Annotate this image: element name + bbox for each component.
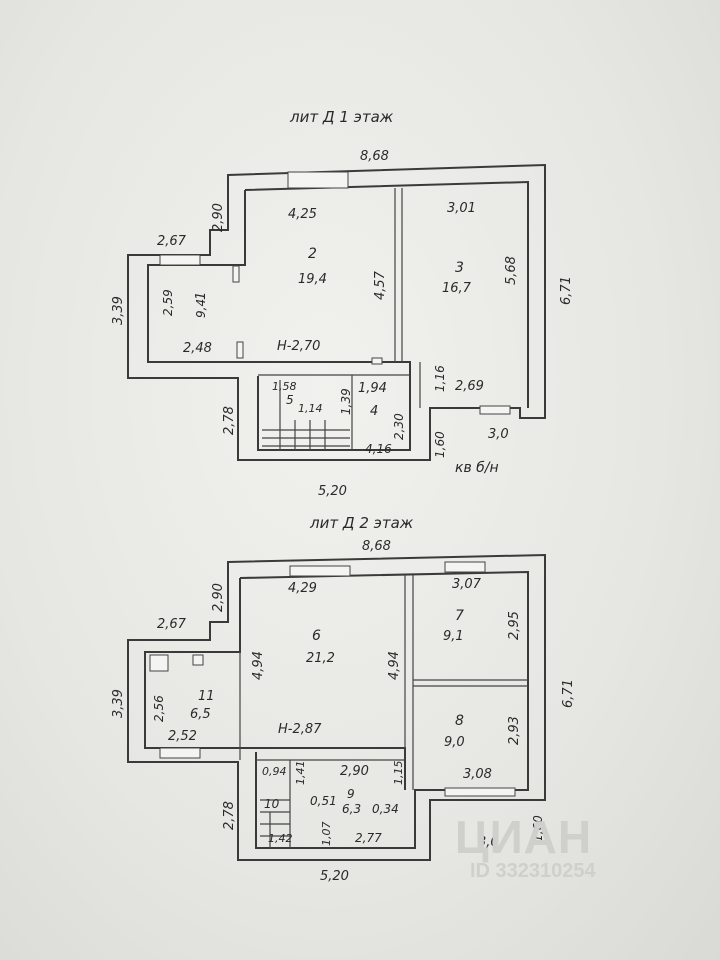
f2-outer-290: 2,90 xyxy=(211,583,226,612)
f1-r1-dimv: 2,59 xyxy=(161,289,175,316)
f1-r2-dimh: 4,25 xyxy=(288,207,317,222)
f1-r2-height: Н-2,70 xyxy=(277,339,320,354)
f2-r10-d142: 1,42 xyxy=(268,832,293,845)
f2-r11-dimh: 2,52 xyxy=(168,729,197,744)
f2-r7-no: 7 xyxy=(455,608,464,624)
floor1-door-1 xyxy=(236,341,244,359)
floor2-fixture xyxy=(149,654,169,672)
f2-r9-dimh: 2,90 xyxy=(340,764,369,779)
f1-outer-290: 2,90 xyxy=(211,203,226,232)
f1-outer-671: 6,71 xyxy=(559,276,574,305)
floor1-outer-wall xyxy=(127,163,546,461)
f2-outer-30: 3,0 xyxy=(478,835,499,850)
f2-r9-area: 6,3 xyxy=(342,802,361,816)
floor1-window-top xyxy=(287,171,349,189)
floor2-window-right-top xyxy=(444,561,486,573)
floor1-plan: лит Д 1 этаж 8,68 4,25 3,01 xyxy=(111,108,574,499)
f2-outer-671: 6,71 xyxy=(561,679,576,708)
f1-r2-area: 19,4 xyxy=(298,272,327,287)
f1-r4-dimv: 2,30 xyxy=(392,413,406,440)
f2-r9-d141: 1,41 xyxy=(294,761,307,786)
floor1-window-left xyxy=(159,254,201,266)
floor2-title: лит Д 2 этаж xyxy=(309,514,414,532)
f2-r9-d115: 1,15 xyxy=(392,761,405,786)
floor1-window-right xyxy=(479,405,511,415)
f1-r3-dimh: 3,01 xyxy=(447,201,476,216)
f1-r5-no: 5 xyxy=(286,393,294,407)
f1-outer-278: 2,78 xyxy=(222,406,237,435)
f2-r8-area: 9,0 xyxy=(444,735,465,750)
floor2-inner-wall xyxy=(144,570,529,849)
f2-outer-278: 2,78 xyxy=(222,801,237,830)
f1-kv: кв б/н xyxy=(455,460,499,476)
f2-r6-area: 21,2 xyxy=(306,651,335,666)
f2-r9-d051: 0,51 xyxy=(310,794,337,808)
f1-r4-dimv2: 1,39 xyxy=(339,388,353,415)
f1-r2-dimv: 4,57 xyxy=(373,270,388,300)
f1-r4-no: 4 xyxy=(370,404,378,419)
f1-r1-dimh: 2,48 xyxy=(183,341,212,356)
f2-r7-dimh: 3,07 xyxy=(452,577,482,592)
f1-outer-520: 5,20 xyxy=(318,484,347,499)
watermark-id: ID 332310254 xyxy=(470,860,596,882)
f2-r9-d034: 0,34 xyxy=(372,802,399,816)
f1-r1-area: 9,4 xyxy=(194,299,208,318)
f1-r1-no: 1 xyxy=(194,292,209,300)
f2-r6-dimv: 4,94 xyxy=(251,651,266,680)
f1-r5-dim: 1,58 xyxy=(272,380,297,393)
f2-outer-339: 3,39 xyxy=(111,689,126,718)
floor2-fixture-2 xyxy=(192,654,204,666)
watermark-logo: ЦИАН xyxy=(455,811,593,863)
f2-r7-area: 9,1 xyxy=(443,629,464,644)
floor1-title: лит Д 1 этаж xyxy=(289,108,394,126)
f2-r10-d094: 0,94 xyxy=(262,765,287,778)
f2-r11-no: 11 xyxy=(198,689,215,704)
f2-r11-area: 6,5 xyxy=(190,707,211,722)
floor1-door-3 xyxy=(371,357,383,365)
f2-r8-dimv: 2,93 xyxy=(507,716,522,745)
f2-width-top: 8,68 xyxy=(362,539,391,554)
f2-r7-dimv: 2,95 xyxy=(507,611,522,640)
f1-r2-no: 2 xyxy=(308,246,317,262)
f1-outer-267: 2,67 xyxy=(157,234,187,249)
f1-r3-dimv: 5,68 xyxy=(504,256,519,285)
f1-r3-no: 3 xyxy=(455,260,464,276)
f2-outer-160: 1,60 xyxy=(531,815,545,842)
f2-r6-height: Н-2,87 xyxy=(278,722,322,737)
floor2-outer-wall xyxy=(127,553,546,861)
f2-r6-no: 6 xyxy=(312,628,321,644)
floor2-window-left xyxy=(159,747,201,759)
f2-r8-no: 8 xyxy=(455,713,464,729)
f2-r6-dimv2: 4,94 xyxy=(387,651,402,680)
f2-outer-267: 2,67 xyxy=(157,617,187,632)
f2-r10-no: 10 xyxy=(264,797,280,811)
f1-width-top: 8,68 xyxy=(360,149,389,164)
f2-r9-dimb: 2,77 xyxy=(355,831,382,845)
f1-r3-area: 16,7 xyxy=(442,281,472,296)
f1-r4-dimb: 4,16 xyxy=(365,442,392,456)
floor2-plan: лит Д 2 этаж 8,68 2,90 2,67 3,39 4,29 3,… xyxy=(111,514,576,884)
f1-outer-339: 3,39 xyxy=(111,296,126,325)
floor2-window-top xyxy=(289,565,351,577)
f1-r5-area: 1,14 xyxy=(298,402,323,415)
f2-r8-dimh: 3,08 xyxy=(463,767,492,782)
f2-outer-520: 5,20 xyxy=(320,869,349,884)
f2-r11-dimv: 2,56 xyxy=(152,695,166,722)
f2-r9-no: 9 xyxy=(347,787,355,801)
floor2-window-bottom xyxy=(444,787,516,797)
f2-r6-dimh: 4,29 xyxy=(288,581,317,596)
floor2-stairs xyxy=(260,799,290,848)
floor1-stairs xyxy=(262,380,350,450)
f1-outer-30: 3,0 xyxy=(488,427,509,442)
f1-outer-160: 1,60 xyxy=(433,431,447,458)
floor1-door-2 xyxy=(232,265,240,283)
watermark: ЦИАН ID 332310254 xyxy=(455,810,596,882)
f1-outer-116: 1,16 xyxy=(433,365,447,392)
f2-r9-d107: 1,07 xyxy=(320,822,333,847)
f1-outer-269: 2,69 xyxy=(455,379,484,394)
f1-r4-dimh: 1,94 xyxy=(358,381,387,396)
